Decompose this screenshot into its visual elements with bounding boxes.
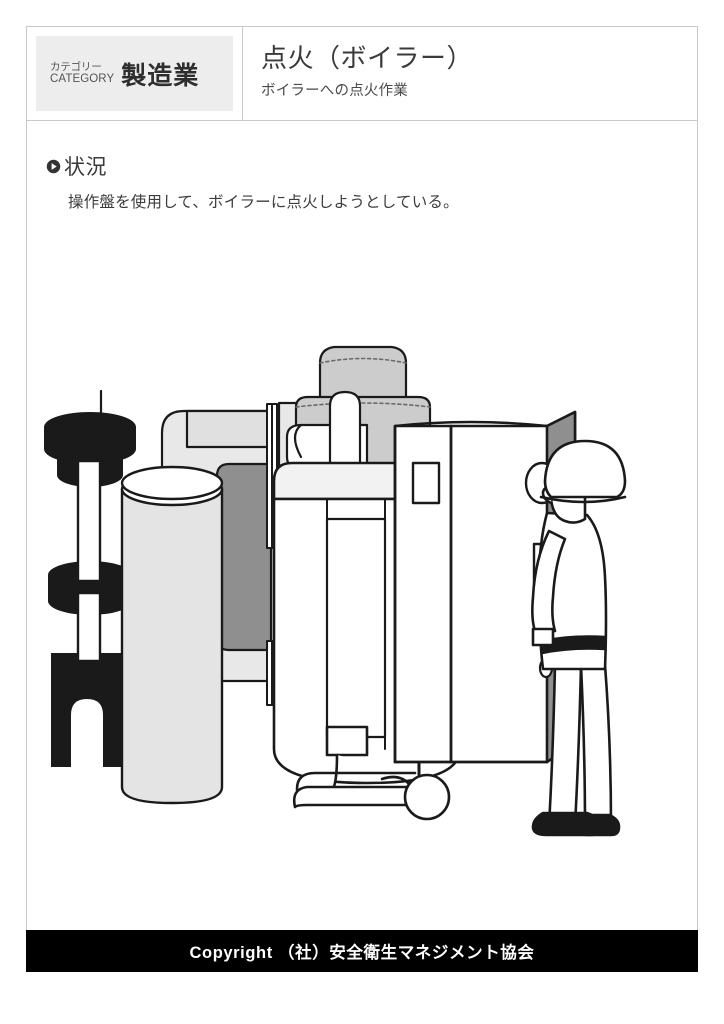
cylinder-tank xyxy=(120,465,224,805)
illustration-canvas xyxy=(44,345,627,837)
page-subtitle: ボイラーへの点火作業 xyxy=(261,82,408,99)
gray-side-panel xyxy=(215,462,273,652)
category-labels: カテゴリー CATEGORY xyxy=(50,61,114,87)
boiler-inner-column xyxy=(325,517,387,739)
page-body: 状況 操作盤を使用して、ボイラーに点火しようとしている。 xyxy=(27,121,697,972)
category-label-jp: カテゴリー xyxy=(50,60,102,73)
page-title: 点火（ボイラー） xyxy=(261,43,474,73)
section-heading-row: 状況 xyxy=(46,151,697,181)
copyright-text: Copyright （社）安全衛生マネジメント協会 xyxy=(189,944,535,962)
valve-stem xyxy=(76,389,103,663)
boiler-ignition-illustration xyxy=(27,241,697,921)
category-chip: カテゴリー CATEGORY 製造業 xyxy=(36,36,233,111)
page-header: カテゴリー CATEGORY 製造業 点火（ボイラー） ボイラーへの点火作業 xyxy=(27,27,697,121)
section-heading: 状況 xyxy=(64,156,107,179)
panel-indicator-rect xyxy=(411,461,441,505)
category-label-en: CATEGORY xyxy=(50,72,115,85)
situation-section: 状況 操作盤を使用して、ボイラーに点火しようとしている。 xyxy=(27,121,697,212)
category-value: 製造業 xyxy=(121,61,200,90)
play-circle-icon xyxy=(46,159,61,173)
footer-copyright-bar: Copyright （社）安全衛生マネジメント協会 xyxy=(26,930,698,972)
riser-pipe xyxy=(328,390,362,484)
title-cell: 点火（ボイラー） ボイラーへの点火作業 xyxy=(243,27,697,120)
section-body-text: 操作盤を使用して、ボイラーに点火しようとしている。 xyxy=(68,194,459,211)
worker-figure xyxy=(531,439,627,837)
document-page: カテゴリー CATEGORY 製造業 点火（ボイラー） ボイラーへの点火作業 状… xyxy=(26,26,698,972)
category-cell: カテゴリー CATEGORY 製造業 xyxy=(27,27,243,120)
